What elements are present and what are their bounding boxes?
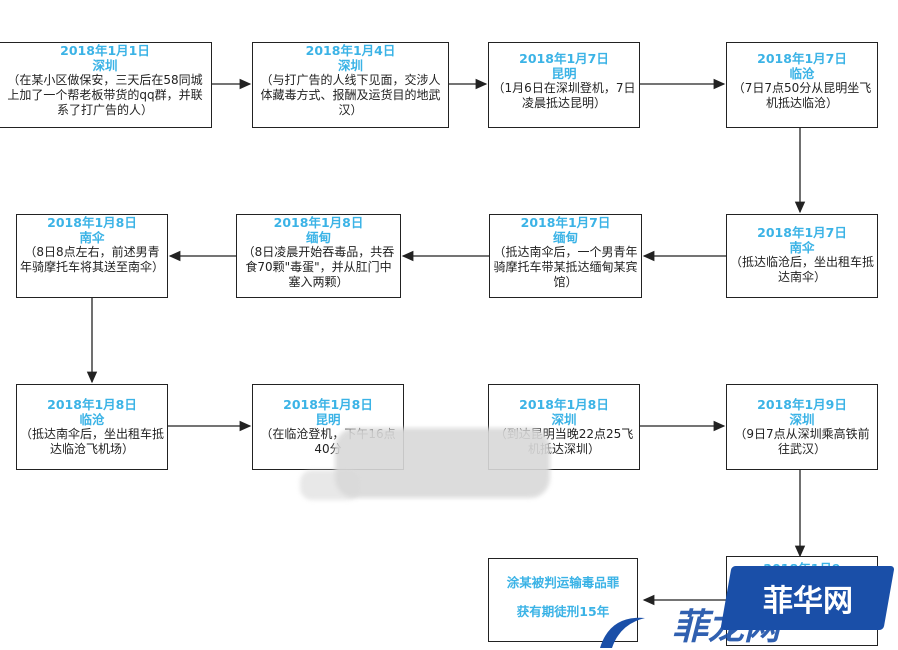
node-4: 2018年1月7日 临沧 （7日7点50分从昆明坐飞机抵达临沧） bbox=[726, 42, 878, 128]
node-date: 2018年1月8日 bbox=[283, 397, 373, 412]
node-desc: （在某小区做保安，三天后在58同城上加了一个帮老板带货的qq群，并联系了打广告的… bbox=[7, 73, 203, 117]
node-desc: （抵达南伞后，坐出租车抵达临沧飞机场） bbox=[20, 427, 165, 456]
node-2: 2018年1月4日 深圳 （与打广告的人线下见面，交涉人体藏毒方式、报酬及运货目… bbox=[252, 42, 449, 128]
node-date: 2018年1月8日 bbox=[519, 397, 609, 412]
node-desc: （与打广告的人线下见面，交涉人体藏毒方式、报酬及运货目的地武汉） bbox=[260, 73, 441, 117]
node-date: 2018年1月7日 bbox=[757, 225, 847, 240]
node-place: 缅甸 bbox=[552, 230, 578, 245]
node-6: 2018年1月7日 缅甸 （抵达南伞后，一个男青年骑摩托车带某抵达缅甸某宾馆） bbox=[489, 214, 642, 298]
verdict-line-2: 获有期徒刑15年 bbox=[516, 604, 610, 619]
node-12: 2018年1月9日 深圳 （9日7点从深圳乘高铁前往武汉） bbox=[726, 384, 878, 470]
node-3: 2018年1月7日 昆明 （1月6日在深圳登机，7日凌晨抵达昆明） bbox=[488, 42, 640, 128]
node-7: 2018年1月8日 缅甸 （8日凌晨开始吞毒品，共吞食70颗"毒蛋"，并从肛门中… bbox=[236, 214, 401, 298]
watermark-logo-text: 菲华网 bbox=[762, 584, 853, 619]
node-place: 深圳 bbox=[551, 412, 577, 427]
node-8: 2018年1月8日 南伞 （8日8点左右，前述男青年骑摩托车将其送至南伞） bbox=[16, 214, 168, 298]
node-desc: （抵达南伞后，一个男青年骑摩托车带某抵达缅甸某宾馆） bbox=[493, 245, 638, 289]
watermark-logo: 菲华网 bbox=[720, 566, 895, 630]
node-place: 深圳 bbox=[337, 58, 363, 73]
verdict-line-1: 涂某被判运输毒品罪 bbox=[506, 575, 620, 590]
mosaic-blur bbox=[300, 470, 360, 500]
node-date: 2018年1月8日 bbox=[47, 215, 137, 230]
node-place: 南伞 bbox=[79, 230, 105, 245]
node-place: 昆明 bbox=[315, 412, 341, 427]
node-place: 临沧 bbox=[79, 412, 105, 427]
node-desc: （7日7点50分从昆明坐飞机抵达临沧） bbox=[732, 81, 872, 110]
node-date: 2018年1月1日 bbox=[60, 43, 150, 58]
node-date: 2018年1月7日 bbox=[757, 51, 847, 66]
node-9: 2018年1月8日 临沧 （抵达南伞后，坐出租车抵达临沧飞机场） bbox=[16, 384, 168, 470]
node-desc: （抵达临沧后，坐出租车抵达南伞） bbox=[730, 255, 875, 284]
node-date: 2018年1月9日 bbox=[757, 397, 847, 412]
node-date: 2018年1月4日 bbox=[305, 43, 396, 58]
node-5: 2018年1月7日 南伞 （抵达临沧后，坐出租车抵达南伞） bbox=[726, 214, 878, 298]
node-desc: （9日7点从深圳乘高铁前往武汉） bbox=[734, 427, 870, 456]
node-date: 2018年1月7日 bbox=[519, 51, 609, 66]
node-desc: （1月6日在深圳登机，7日凌晨抵达昆明） bbox=[492, 81, 636, 110]
node-1: 2018年1月1日 深圳 （在某小区做保安，三天后在58同城上加了一个帮老板带货… bbox=[0, 42, 212, 128]
node-desc: （8日凌晨开始吞毒品，共吞食70颗"毒蛋"，并从肛门中塞入两颗） bbox=[242, 245, 395, 289]
node-place: 昆明 bbox=[551, 66, 577, 81]
node-date: 2018年1月8日 bbox=[47, 397, 137, 412]
node-place: 缅甸 bbox=[305, 230, 331, 245]
watermark-swoosh-icon bbox=[600, 617, 645, 648]
node-date: 2018年1月7日 bbox=[520, 215, 611, 230]
node-place: 深圳 bbox=[789, 412, 815, 427]
node-desc: （8日8点左右，前述男青年骑摩托车将其送至南伞） bbox=[20, 245, 165, 274]
node-place: 南伞 bbox=[789, 240, 815, 255]
node-place: 临沧 bbox=[789, 66, 815, 81]
node-place: 深圳 bbox=[92, 58, 118, 73]
node-date: 2018年1月8日 bbox=[273, 215, 364, 230]
mosaic-blur bbox=[335, 428, 550, 498]
